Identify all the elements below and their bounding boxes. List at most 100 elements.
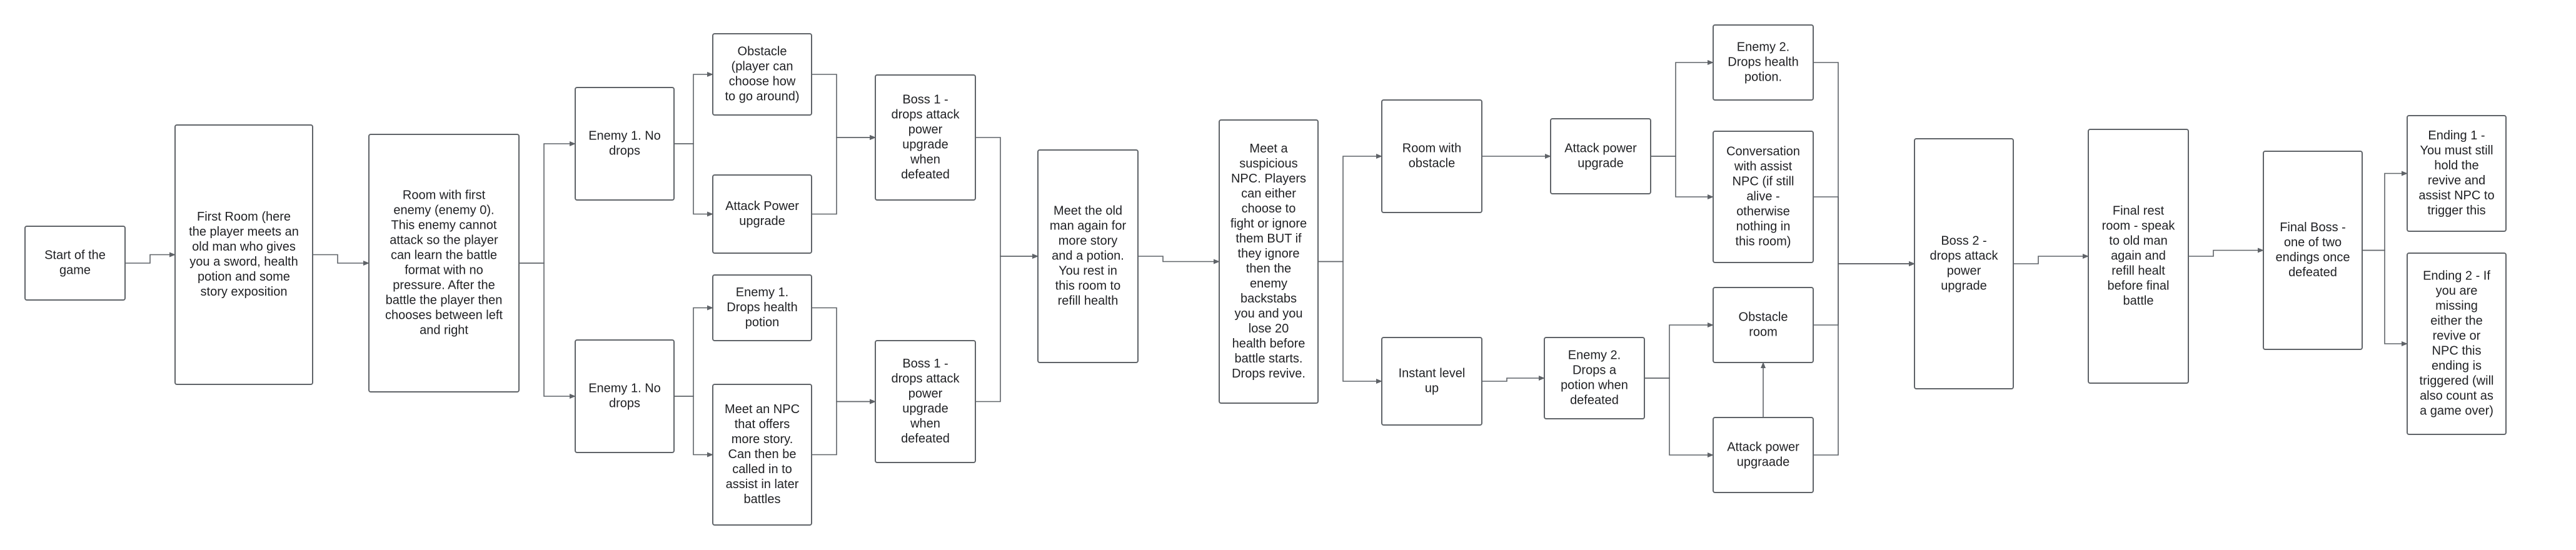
node-box[interactable] [1219, 119, 1319, 404]
node-label-line: with assist [1734, 159, 1793, 173]
node-box[interactable] [2407, 252, 2507, 435]
node-label-line: defeated [901, 432, 950, 446]
connector-boss2-to-final-rest [2013, 254, 2089, 264]
node-label-line: enemy [1250, 277, 1287, 291]
node-label-line: refill healt [2111, 264, 2165, 278]
flow-node-boss1-bottom[interactable]: Boss 1 -drops attackpowerupgradewhendefe… [875, 340, 976, 463]
node-box[interactable] [575, 339, 675, 453]
node-box[interactable] [1713, 131, 1814, 263]
connector-attack-power-mid-to-enemy2-health [1651, 60, 1714, 157]
node-label-line: you and you [1235, 307, 1303, 321]
node-label-line: Obstacle [1739, 310, 1788, 324]
node-box[interactable] [1381, 337, 1482, 426]
node-box[interactable] [1713, 24, 1814, 101]
connector-meet-npc-to-boss1-bottom [812, 399, 876, 456]
node-box[interactable] [1713, 417, 1814, 493]
node-label-line: upgrade [902, 402, 948, 416]
node-label-line: alive - [1746, 189, 1779, 203]
node-label-line: that offers [735, 418, 790, 431]
connector-obstacle-room-to-boss2 [1813, 261, 1915, 326]
node-label-line: pressure. After the [393, 278, 495, 292]
node-label-line: fight or ignore [1230, 217, 1307, 231]
node-box[interactable] [1037, 149, 1139, 363]
connector-first-room-to-room-first-enemy [313, 254, 370, 266]
node-label-line: Drops a [1572, 363, 1617, 377]
node-label-line: revive or [2433, 329, 2481, 342]
node-box[interactable] [1381, 99, 1482, 213]
node-label-line: called in to [732, 462, 792, 476]
node-box[interactable] [712, 33, 812, 116]
connector-enemy2-potion-to-obstacle-room [1644, 322, 1714, 379]
node-label-line: Attack Power [725, 199, 799, 213]
connector-room-first-enemy-to-enemy1-top [519, 141, 576, 264]
node-box[interactable] [2088, 129, 2189, 384]
node-box[interactable] [1914, 138, 2014, 389]
node-label-line: enemy (enemy 0). [393, 203, 494, 217]
node-label-line: drops attack [892, 108, 960, 121]
node-label-line: when [910, 417, 940, 431]
node-label-line: You rest in [1059, 264, 1117, 278]
node-box[interactable] [712, 174, 812, 254]
node-box[interactable] [368, 134, 520, 392]
node-box[interactable] [2263, 151, 2363, 350]
connector-enemy1-top-to-attack-power-top [674, 143, 713, 217]
node-label-line: to go around) [725, 89, 800, 103]
node-box[interactable] [1713, 287, 1814, 363]
node-label-line: hold the [2434, 159, 2478, 172]
node-label-line: power [908, 387, 943, 401]
node-box[interactable] [1544, 337, 1645, 419]
flow-node-boss1-top[interactable]: Boss 1 -drops attackpowerupgradewhendefe… [875, 74, 976, 201]
node-label-line: one of two [2284, 236, 2342, 249]
edges-layer [125, 60, 2408, 458]
node-label-line: Room with first [403, 188, 486, 202]
node-box[interactable] [712, 384, 812, 526]
connector-attack-power-top-to-boss1-top [812, 135, 876, 215]
node-label-line: obstacle [1409, 156, 1456, 170]
node-box[interactable] [1550, 118, 1651, 194]
node-label-line: again and [2111, 249, 2166, 262]
node-box[interactable] [712, 274, 812, 341]
node-box[interactable] [875, 74, 976, 201]
connector-instant-level-up-to-enemy2-potion [1482, 376, 1545, 382]
node-box[interactable] [875, 340, 976, 463]
node-box[interactable] [2407, 115, 2507, 232]
connector-conversation-npc-to-boss2 [1813, 196, 1915, 266]
connector-enemy1-bottom-to-meet-npc [674, 396, 713, 458]
node-label-line: otherwise [1736, 204, 1790, 218]
node-label-line: NPC. Players [1231, 172, 1306, 186]
node-label-line: upgrade [1941, 279, 1986, 292]
node-label-line: defeated [2288, 266, 2337, 279]
node-label-line: potion when [1561, 378, 1628, 392]
node-label-line: battle the player then [386, 293, 503, 307]
node-label-line: Final Boss - [2280, 221, 2346, 234]
node-box[interactable] [575, 87, 675, 201]
node-box[interactable] [174, 124, 313, 385]
node-label-line: upgrade [1577, 156, 1623, 170]
node-box[interactable] [24, 226, 126, 301]
